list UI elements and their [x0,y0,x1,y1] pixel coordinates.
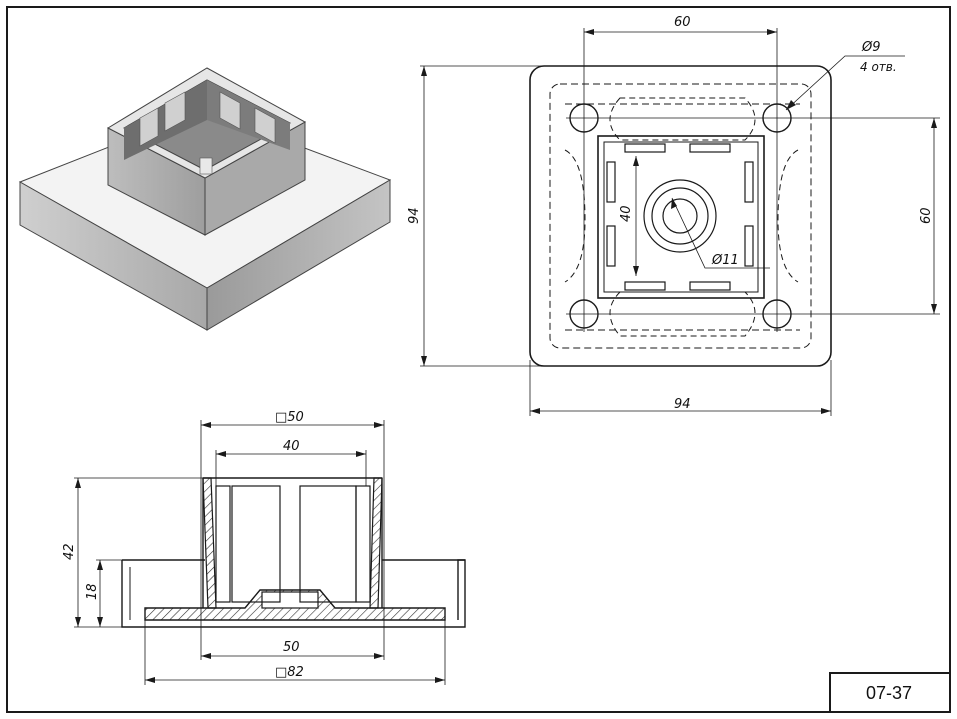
dim-tube-inner: 40 [283,439,300,454]
dim-hole-pitch-side: 60 [919,207,934,224]
drawing-code: 07-37 [866,683,912,703]
dim-outer-width: 94 [674,397,691,412]
dim-base-inner: 50 [283,640,300,655]
title-block [829,672,951,713]
isometric-view [18,67,392,331]
dim-outer-height: 94 [407,207,422,224]
plate-outline [529,65,832,367]
dim-height-total: 42 [62,543,77,560]
dim-hole-count: 4 отв. [860,60,897,74]
section-view [74,420,466,685]
plan-view [420,28,940,416]
dim-inner-slot: 40 [619,205,634,222]
sheet-border [6,6,951,713]
dim-base-height: 18 [85,583,100,600]
dim-tube-outer: □50 [275,410,304,425]
tube-outline [597,135,765,299]
dim-hole-pitch-top: 60 [674,15,691,30]
dim-base-outer: □82 [275,665,304,680]
dim-hole-diameter: Ø9 [861,40,881,55]
dim-center-diameter: Ø11 [711,253,739,268]
